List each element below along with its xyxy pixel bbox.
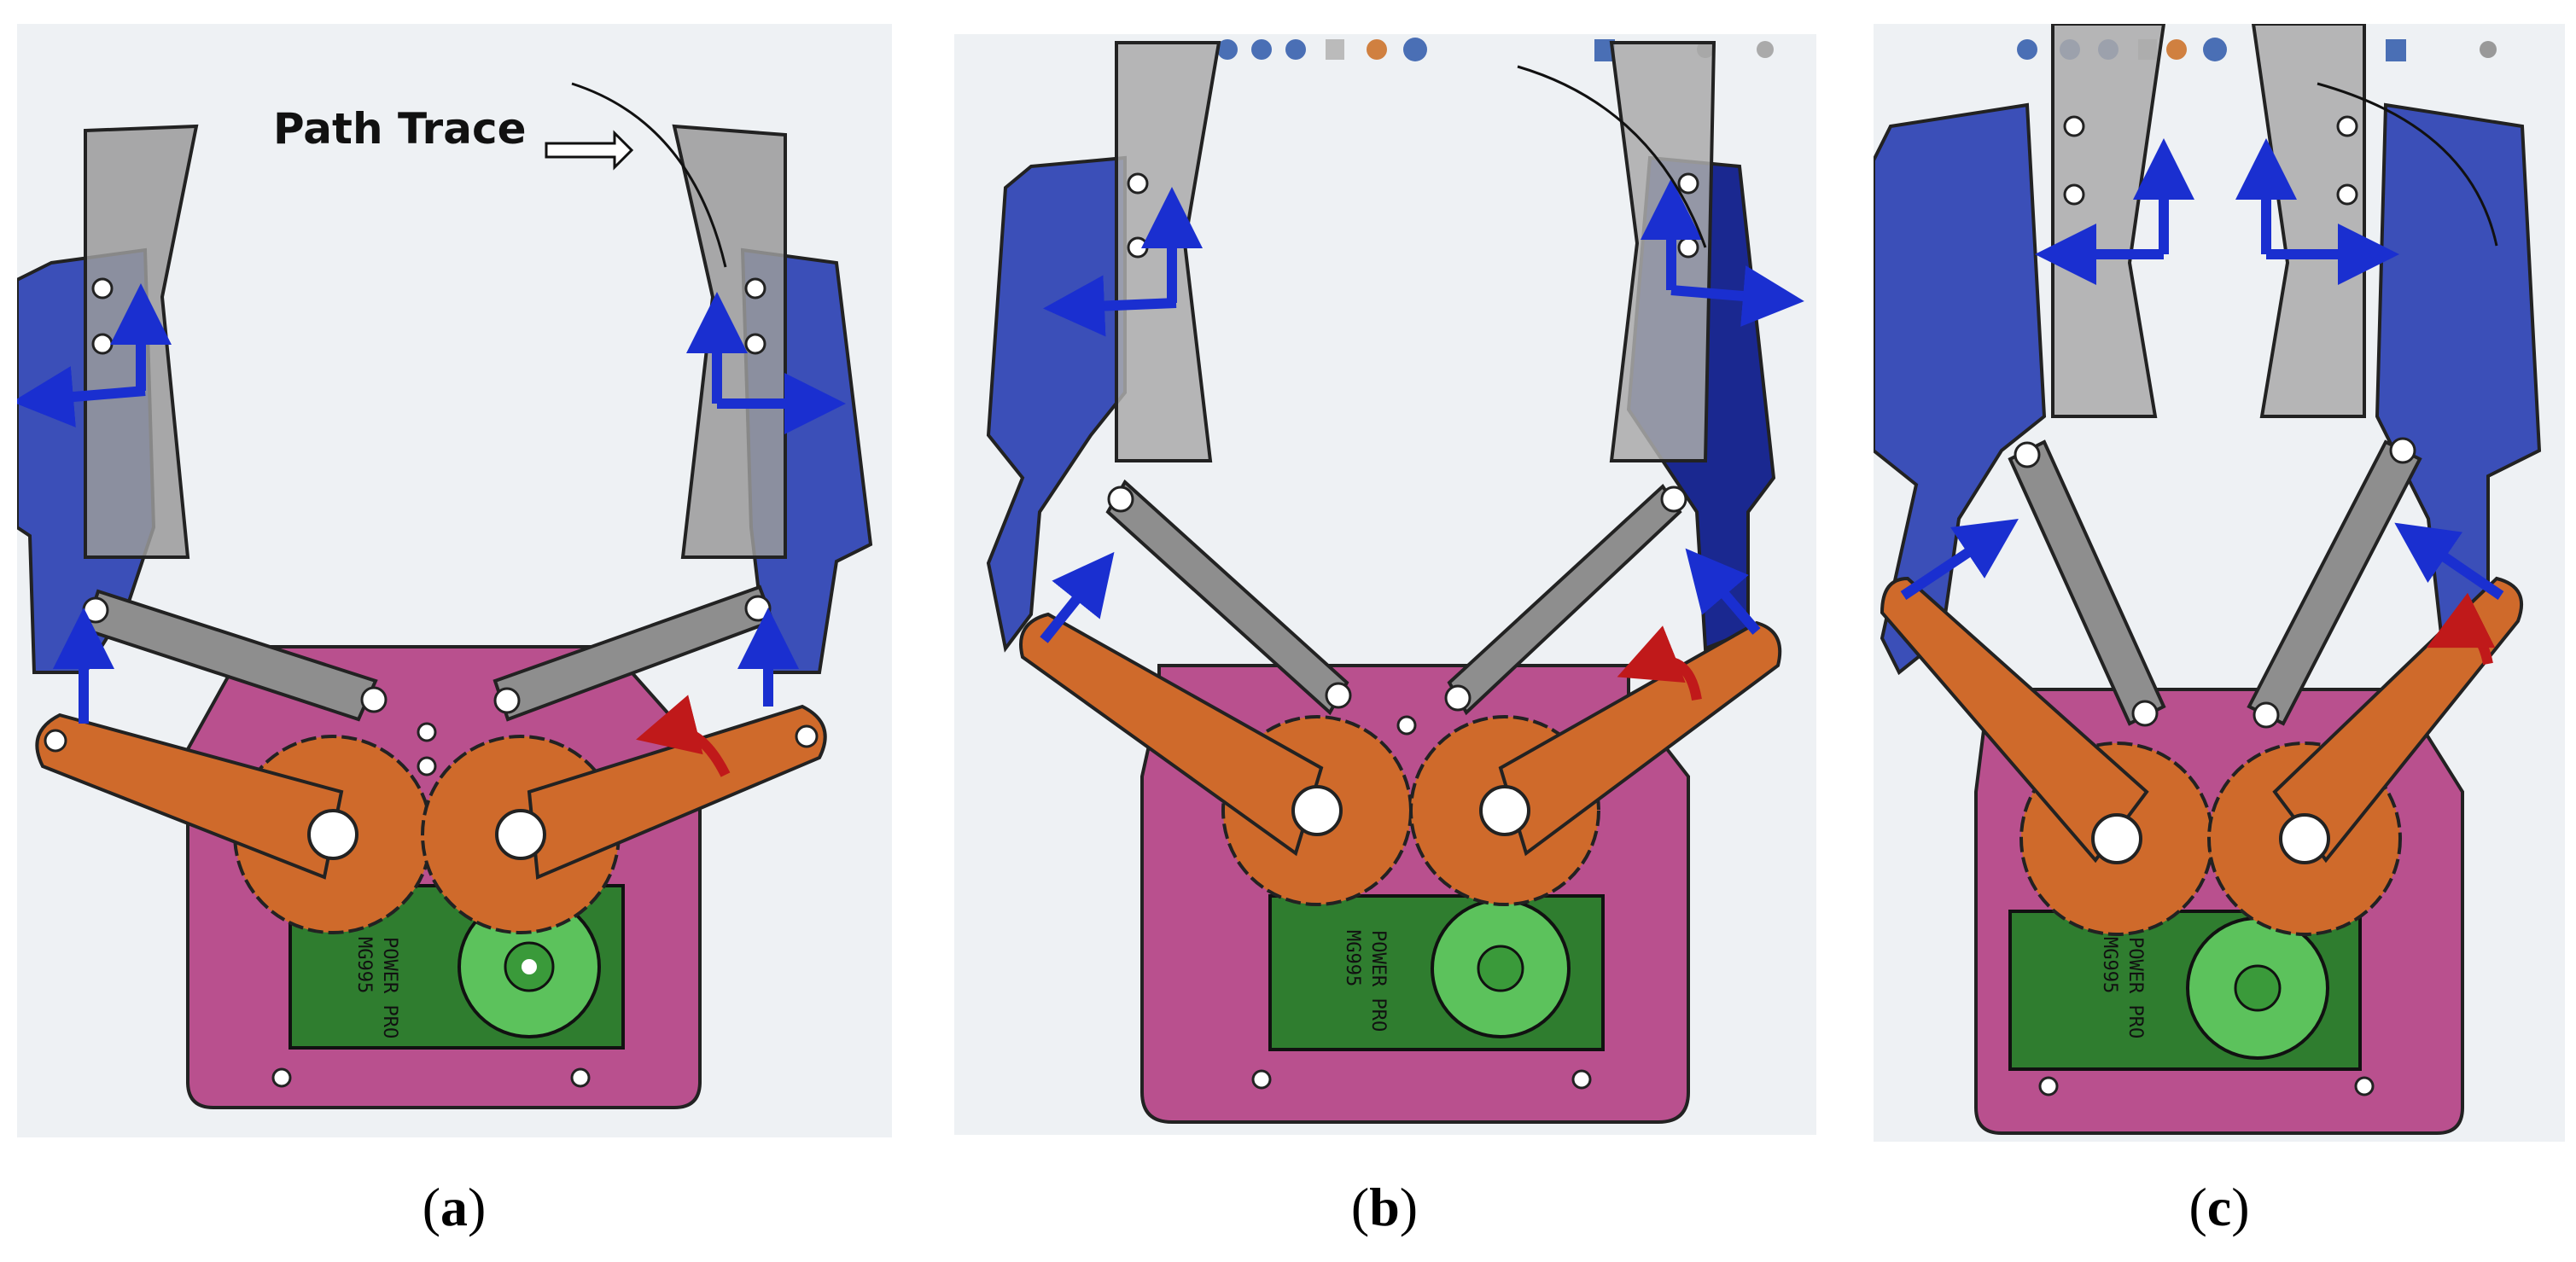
gripper-diagram-closed: POWER PRO MG995 (1874, 24, 2565, 1142)
path-trace-curve (1517, 65, 1707, 248)
panel-b: POWER PRO MG995 (954, 34, 1816, 1135)
panel-c: POWER PRO MG995 (1874, 24, 2565, 1142)
right-jaw-direction-arrows (686, 292, 846, 707)
path-trace-arrow (545, 130, 634, 171)
caption-letter-b: b (1369, 1177, 1400, 1237)
servo-label: MG995 (353, 937, 375, 993)
caption-b: (b) (1350, 1177, 1419, 1237)
mount-hole (570, 1067, 591, 1088)
right-crank (2272, 576, 2523, 864)
mount-hole (271, 1067, 292, 1088)
servo-label: POWER PRO (379, 937, 400, 1038)
svg-text:POWER PRO: POWER PRO (2124, 937, 2146, 1038)
gripper-diagram-half-closed: POWER PRO MG995 (954, 34, 1816, 1135)
caption-c: (c) (2188, 1177, 2250, 1237)
left-crank (1880, 576, 2149, 864)
right-finger (1609, 41, 1716, 462)
gripper-diagram-open: POWER PRO MG995 (17, 24, 892, 1137)
rotation-arrow (636, 695, 731, 777)
left-crank (1019, 612, 1324, 857)
right-crank (527, 704, 827, 880)
right-crank (1498, 620, 1782, 857)
path-trace-curve (571, 82, 727, 268)
path-trace-curve (2317, 82, 2498, 247)
caption-letter-c: c (2206, 1177, 2232, 1237)
right-finger (2251, 24, 2366, 418)
caption-letter-a: a (440, 1177, 468, 1237)
panel-a: POWER PRO MG995 (17, 24, 892, 1137)
svg-text:MG995: MG995 (2099, 937, 2120, 993)
svg-text:MG995: MG995 (1342, 930, 1363, 986)
path-trace-label: Path Trace (273, 104, 527, 154)
caption-a: (a) (422, 1177, 487, 1237)
left-crank (35, 712, 344, 880)
svg-text:POWER PRO: POWER PRO (1367, 930, 1389, 1032)
left-jaw-direction-arrows (17, 283, 172, 724)
